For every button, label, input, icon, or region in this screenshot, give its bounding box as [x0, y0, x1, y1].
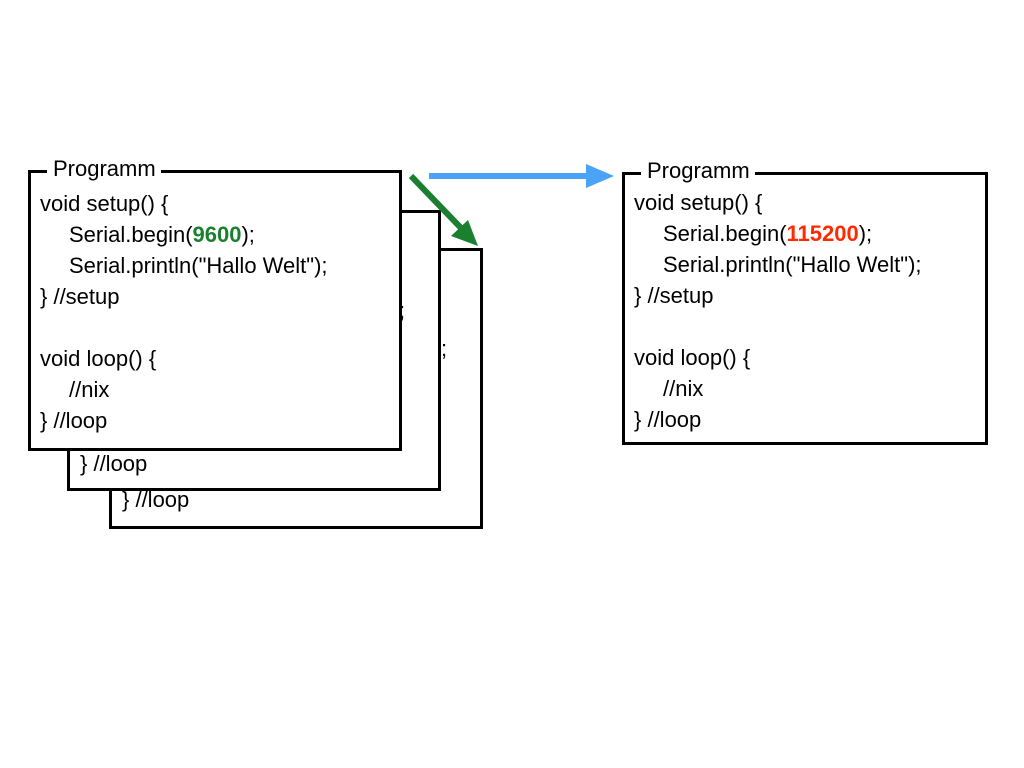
code-semicolon: ;	[441, 336, 448, 361]
baud-rate-value: 9600	[192, 222, 242, 247]
serial-begin-suffix: );	[858, 221, 873, 246]
green-arrow	[408, 173, 478, 246]
code-line-nix: //nix	[69, 377, 110, 402]
code-line-loop-end: } //loop	[40, 408, 108, 433]
program-card-right: Programm void setup() { Serial.begin(115…	[622, 159, 988, 445]
code-line-serial-begin: Serial.begin(115200);	[663, 221, 872, 247]
baud-rate-value: 115200	[786, 221, 859, 246]
code-line-nix: //nix	[663, 376, 704, 401]
code-line-setup: void setup() {	[40, 191, 169, 216]
code-line-setup-end: } //setup	[40, 284, 120, 309]
code-line-setup-end: } //setup	[634, 283, 714, 308]
code-semicolon: ;	[399, 298, 406, 323]
serial-begin-suffix: );	[241, 222, 255, 247]
program-legend: Programm	[641, 159, 755, 183]
blue-arrow	[429, 164, 614, 188]
program-legend: Programm	[47, 157, 161, 181]
code-line-loop-end: } //loop	[634, 407, 702, 432]
code-line-setup: void setup() {	[634, 190, 763, 215]
code-line-serial-println: Serial.println("Hallo Welt");	[69, 253, 328, 278]
serial-begin-prefix: Serial.begin(	[663, 221, 787, 246]
code-line-loop: void loop() {	[634, 345, 751, 370]
program-card-front: Programm void setup() { Serial.begin(960…	[28, 157, 402, 451]
code-line-loop-end: } //loop	[122, 487, 190, 512]
code-line-loop: void loop() {	[40, 346, 157, 371]
code-line-serial-begin: Serial.begin(9600);	[69, 222, 255, 248]
serial-begin-prefix: Serial.begin(	[69, 222, 193, 247]
code-line-serial-println: Serial.println("Hallo Welt");	[663, 252, 922, 277]
code-line-loop-end: } //loop	[80, 451, 148, 476]
